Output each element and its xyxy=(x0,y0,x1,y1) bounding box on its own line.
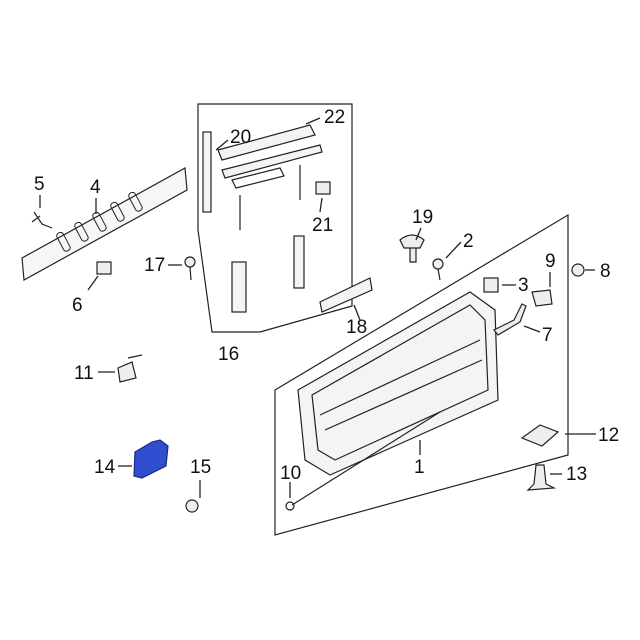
callout-3[interactable]: 3 xyxy=(518,275,529,296)
assembly-16-box xyxy=(197,103,353,333)
callout-2[interactable]: 2 xyxy=(463,231,474,252)
callout-21[interactable]: 21 xyxy=(312,215,334,236)
callout-16[interactable]: 16 xyxy=(218,344,240,365)
strut-part-20 xyxy=(202,131,212,213)
callout-19[interactable]: 19 xyxy=(412,207,434,228)
callout-12[interactable]: 12 xyxy=(598,425,620,446)
callout-15[interactable]: 15 xyxy=(190,457,212,478)
callout-17[interactable]: 17 xyxy=(144,255,166,276)
callout-22[interactable]: 22 xyxy=(324,107,346,128)
rod-part-10 xyxy=(291,411,441,506)
bolt-part-9 xyxy=(531,289,553,307)
callout-1[interactable]: 1 xyxy=(414,457,425,478)
leader-arrows xyxy=(39,117,596,498)
callout-4[interactable]: 4 xyxy=(90,177,101,198)
clip-part-21 xyxy=(315,181,331,195)
pin-part-5 xyxy=(31,211,53,229)
callout-14[interactable]: 14 xyxy=(94,457,116,478)
rail-part-22 xyxy=(217,124,323,179)
callout-11[interactable]: 11 xyxy=(74,363,94,384)
rivet-part-11 xyxy=(117,354,143,383)
clip-part-6 xyxy=(96,261,112,275)
callout-10[interactable]: 10 xyxy=(280,463,302,484)
post-right xyxy=(293,235,305,289)
nut-part-3 xyxy=(483,277,499,293)
callout-13[interactable]: 13 xyxy=(566,464,588,485)
callout-9[interactable]: 9 xyxy=(545,251,556,272)
screw-part-17 xyxy=(184,256,196,268)
bracket-part-14-highlighted xyxy=(133,439,169,479)
callout-7[interactable]: 7 xyxy=(542,325,553,346)
tailgate-part-1 xyxy=(297,291,499,476)
bushing-part-8 xyxy=(571,263,585,277)
trim-part-18 xyxy=(319,277,373,313)
assembly-1-box xyxy=(274,213,569,536)
bracket-part-12 xyxy=(520,424,560,447)
callout-20[interactable]: 20 xyxy=(230,127,252,148)
callout-18[interactable]: 18 xyxy=(346,317,368,338)
pin-part-13 xyxy=(526,464,557,491)
pushpin-part-19 xyxy=(399,234,425,263)
screw-part-2 xyxy=(432,258,444,270)
callout-6[interactable]: 6 xyxy=(72,295,83,316)
post-left xyxy=(231,261,247,313)
bracket-part-7 xyxy=(493,303,527,336)
screw-part-15 xyxy=(185,499,199,513)
callout-8[interactable]: 8 xyxy=(600,261,611,282)
callout-5[interactable]: 5 xyxy=(34,174,45,195)
